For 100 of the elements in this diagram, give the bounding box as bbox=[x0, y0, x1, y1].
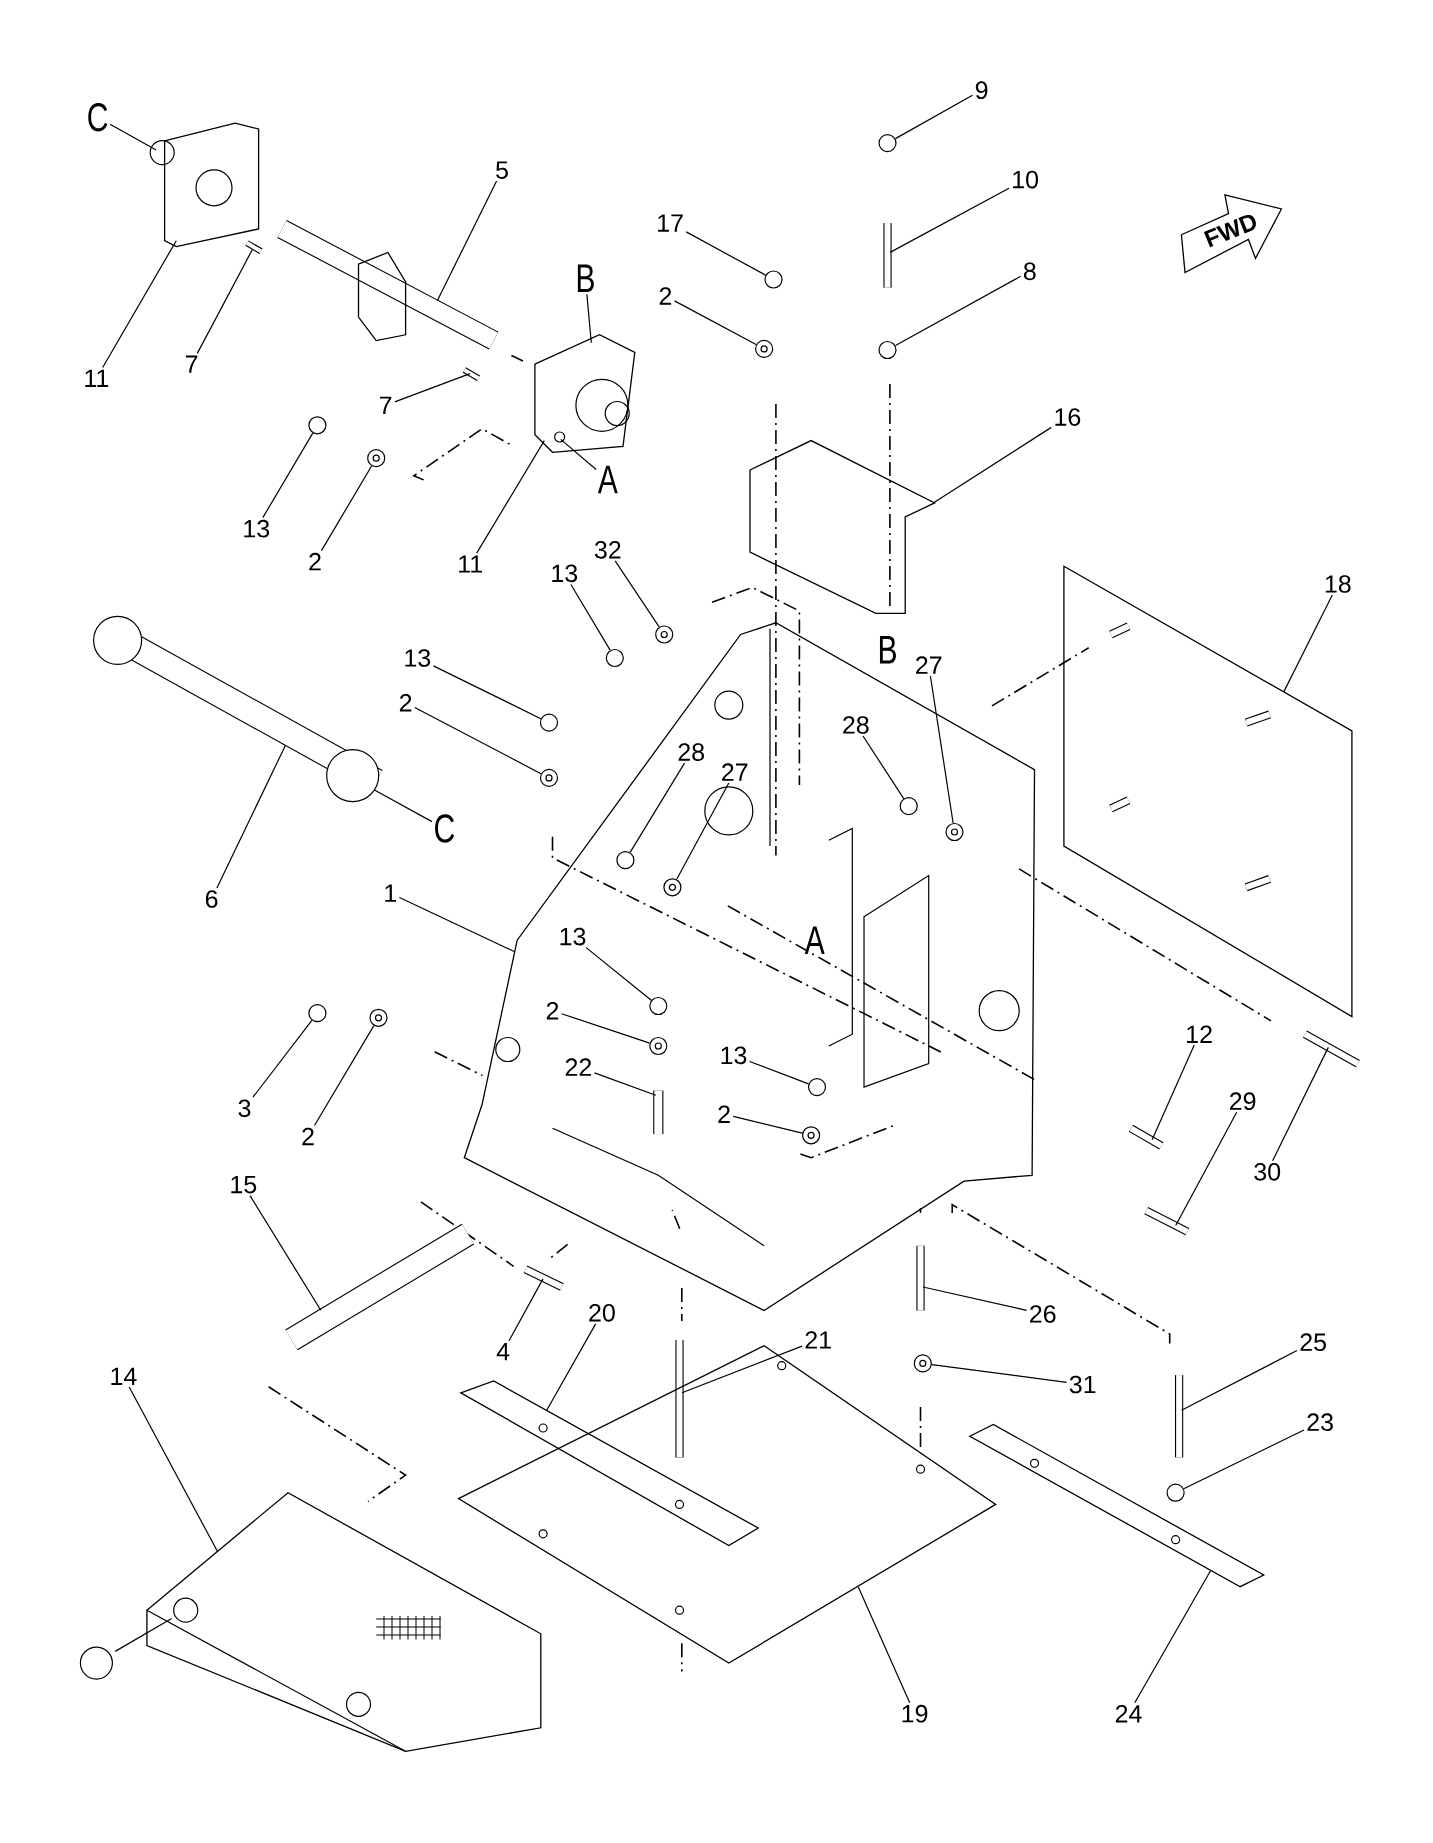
leader-line bbox=[414, 706, 542, 775]
key-drawing bbox=[462, 367, 481, 381]
callout-number: 7 bbox=[185, 355, 198, 373]
leader-line bbox=[894, 275, 1022, 347]
nut-drawing bbox=[878, 340, 897, 360]
washer-drawing bbox=[913, 1354, 932, 1373]
callout-number: 4 bbox=[496, 1343, 510, 1361]
leader-line bbox=[394, 373, 471, 403]
leader-line bbox=[749, 1060, 810, 1085]
leader-line bbox=[593, 1072, 657, 1096]
pipe-drawing bbox=[285, 1223, 475, 1351]
leader-line bbox=[585, 947, 652, 1001]
callout-number: 13 bbox=[244, 519, 270, 538]
leader-line bbox=[570, 583, 611, 651]
reference-letter: C bbox=[88, 103, 108, 132]
callout-number: 21 bbox=[805, 1331, 831, 1349]
callout-number: 30 bbox=[1254, 1162, 1281, 1181]
leader-line bbox=[685, 231, 767, 276]
stud-drawing bbox=[1144, 1206, 1190, 1236]
leader-line bbox=[546, 1323, 597, 1411]
reference-letter: B bbox=[879, 636, 896, 664]
leader-line bbox=[629, 762, 686, 853]
callout-number: 14 bbox=[111, 1367, 137, 1385]
leader-line bbox=[102, 240, 177, 369]
leader-line bbox=[262, 432, 314, 519]
callout-number: 16 bbox=[1055, 408, 1081, 426]
leader-line bbox=[732, 1115, 803, 1134]
leader-line bbox=[931, 1364, 1068, 1383]
direction-label: FWD bbox=[1203, 214, 1256, 248]
reference-letter: C bbox=[435, 814, 455, 843]
leader-line bbox=[216, 744, 287, 889]
bracket-drawing bbox=[749, 439, 937, 615]
leader-line bbox=[1151, 1044, 1195, 1141]
stud-drawing bbox=[1302, 1030, 1360, 1068]
leader-line bbox=[929, 675, 954, 824]
callout-number: 18 bbox=[1325, 575, 1351, 593]
callout-number: 24 bbox=[1115, 1704, 1142, 1723]
stud-drawing bbox=[1175, 1375, 1184, 1458]
washer-drawing bbox=[755, 339, 774, 358]
washer-drawing bbox=[539, 768, 559, 787]
panel-drawing bbox=[1063, 565, 1353, 1018]
clip-drawing bbox=[1166, 1483, 1185, 1502]
callout-number: 32 bbox=[594, 541, 621, 559]
callout-number: 2 bbox=[399, 693, 412, 712]
drive-shaft-drawing bbox=[93, 615, 383, 803]
stud-drawing bbox=[883, 223, 892, 288]
callout-number: 10 bbox=[1013, 170, 1039, 189]
leader-line bbox=[1283, 594, 1333, 693]
washer-drawing bbox=[369, 1008, 388, 1027]
callout-number: 19 bbox=[902, 1704, 928, 1723]
leader-line bbox=[560, 438, 597, 471]
leader-line bbox=[1183, 1429, 1305, 1490]
nut-drawing bbox=[605, 648, 624, 668]
leader-line bbox=[508, 1278, 544, 1342]
leader-line bbox=[476, 439, 545, 554]
reference-letter: A bbox=[804, 926, 825, 954]
bolt-drawing bbox=[523, 1265, 564, 1291]
washer-drawing bbox=[655, 625, 674, 644]
leader-line bbox=[894, 94, 974, 140]
leader-line bbox=[313, 1025, 375, 1127]
leader-line bbox=[586, 293, 592, 344]
leader-line bbox=[398, 896, 516, 953]
reference-letter: B bbox=[577, 264, 594, 293]
callout-number: 12 bbox=[1187, 1025, 1212, 1043]
leader-line bbox=[196, 248, 254, 354]
callout-number: 6 bbox=[205, 890, 218, 908]
leader-line bbox=[1134, 1569, 1212, 1704]
leader-line bbox=[1181, 1349, 1298, 1411]
callout-number: 27 bbox=[916, 656, 942, 674]
reference-letter: A bbox=[597, 465, 618, 494]
leader-line bbox=[561, 1013, 651, 1044]
callout-number: 2 bbox=[302, 1127, 314, 1146]
leader-line bbox=[862, 735, 905, 800]
leader-line bbox=[1272, 1046, 1329, 1162]
callout-number: 11 bbox=[85, 369, 109, 387]
nut-drawing bbox=[308, 416, 327, 435]
callout-number: 23 bbox=[1307, 1413, 1333, 1432]
leader-line bbox=[249, 1195, 322, 1311]
leader-line bbox=[320, 465, 373, 552]
leader-line bbox=[373, 789, 433, 823]
callout-number: 5 bbox=[496, 161, 508, 179]
callout-number: 13 bbox=[405, 649, 431, 667]
callout-number: 3 bbox=[238, 1099, 251, 1118]
callout-number: 8 bbox=[1023, 262, 1036, 281]
callout-number: 7 bbox=[379, 396, 392, 414]
callout-number: 31 bbox=[1069, 1375, 1096, 1394]
leader-line bbox=[673, 300, 757, 346]
leader-line bbox=[1175, 1111, 1238, 1227]
callout-number: 1 bbox=[385, 884, 397, 902]
fitting-drawing bbox=[878, 134, 897, 153]
key-drawing bbox=[245, 240, 263, 254]
callout-number: 2 bbox=[309, 552, 321, 571]
shaft-drawing bbox=[277, 220, 499, 350]
leader-line bbox=[614, 560, 660, 628]
callout-number: 15 bbox=[231, 1175, 257, 1194]
housing-drawing bbox=[79, 1491, 542, 1752]
leader-line bbox=[128, 1386, 218, 1552]
washer-drawing bbox=[367, 449, 386, 468]
callout-number: 26 bbox=[1030, 1305, 1056, 1323]
callout-number: 2 bbox=[659, 287, 672, 305]
